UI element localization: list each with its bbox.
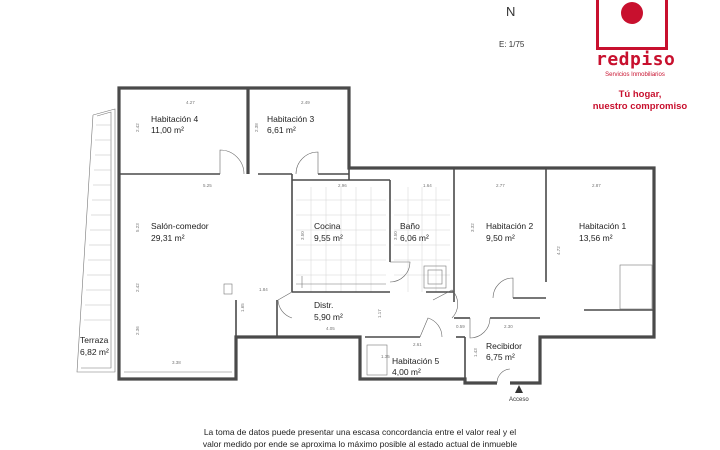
room-area-hab2: 9,50 m² [486, 233, 515, 243]
dim-label: 2.42 [135, 283, 140, 292]
dim-label: 3.50 [393, 231, 398, 240]
dim-label: 2.96 [338, 183, 347, 188]
brand-subtitle: Servicios Inmobiliarios [605, 72, 665, 78]
interior-walls [119, 88, 654, 379]
room-name-hab3: Habitación 3 [267, 114, 315, 124]
entrance-label: Acceso [509, 397, 529, 403]
dim-label: 3.38 [172, 360, 181, 365]
dim-label: 3.32 [470, 223, 475, 232]
dim-label: 1.17 [377, 309, 382, 318]
dim-label: 2.87 [592, 183, 601, 188]
dim-label: 2.38 [254, 123, 259, 132]
dim-label: 1.64 [423, 183, 432, 188]
room-area-hab1: 13,56 m² [579, 233, 613, 243]
dim-label: 4.72 [556, 246, 561, 255]
bath-tiles [394, 187, 450, 292]
room-area-distr: 5,90 m² [314, 312, 343, 322]
room-name-terraza: Terraza [80, 335, 109, 345]
room-name-hab4: Habitación 4 [151, 114, 199, 124]
disclaimer-line2: valor medido por ende se aproxima lo máx… [202, 439, 518, 449]
dim-label: 2.36 [135, 326, 140, 335]
dim-label: 0.59 [456, 324, 465, 329]
fixtures [124, 264, 653, 376]
room-area-bano: 6,06 m² [400, 233, 429, 243]
disclaimer: La toma de datos puede presentar una esc… [150, 426, 570, 450]
dim-label: 2.49 [301, 100, 310, 105]
dim-label: 2.77 [496, 183, 505, 188]
dim-label: 1.65 [240, 303, 245, 312]
terrace [76, 108, 116, 373]
dim-label: 2.30 [504, 324, 513, 329]
dim-label: 1.84 [259, 287, 268, 292]
dim-label: 4.27 [186, 100, 195, 105]
dim-label: 4.05 [326, 326, 335, 331]
room-labels: Habitación 4 11,00 m² Habitación 3 6,61 … [80, 114, 627, 377]
room-name-hab2: Habitación 2 [486, 221, 534, 231]
dim-label: 2.61 [413, 342, 422, 347]
dim-label: 2.42 [135, 123, 140, 132]
disclaimer-line1: La toma de datos puede presentar una esc… [203, 427, 517, 437]
room-area-hab4: 11,00 m² [151, 125, 184, 135]
dim-label: 3.50 [300, 231, 305, 240]
room-name-cocina: Cocina [314, 221, 341, 231]
dim-label: 1.35 [381, 354, 390, 359]
outer-walls [117, 86, 656, 385]
brand-slogan-line1: Tú hogar, [618, 89, 662, 100]
room-name-bano: Baño [400, 221, 420, 231]
dim-label: 1.43 [473, 348, 478, 357]
brand-logo-frame [596, 0, 668, 50]
room-name-salon: Salón-comedor [151, 221, 209, 231]
room-area-salon: 29,31 m² [151, 233, 185, 243]
brand-logo-icon [621, 2, 643, 24]
room-area-hab3: 6,61 m² [267, 125, 296, 135]
doors [219, 149, 514, 384]
room-name-recibidor: Recibidor [486, 341, 522, 351]
room-name-distr: Distr. [314, 300, 333, 310]
room-area-terraza: 6,82 m² [80, 347, 109, 357]
room-area-hab5: 4,00 m² [392, 367, 421, 377]
room-name-hab5: Habitación 5 [392, 356, 440, 366]
room-name-hab1: Habitación 1 [579, 221, 627, 231]
room-area-recibidor: 6,75 m² [486, 352, 515, 362]
kitchen-tiles [296, 187, 386, 292]
brand-name: redpiso [596, 49, 676, 70]
room-area-cocina: 9,55 m² [314, 233, 343, 243]
scale-label: E: 1/75 [499, 40, 525, 49]
dimension-labels: 4.27 2.49 2.42 2.38 5.25 2.96 1.64 2.77 … [135, 100, 601, 365]
dim-label: 5.23 [135, 223, 140, 232]
north-indicator: N [506, 4, 516, 19]
brand-slogan-line2: nuestro compromiso [592, 101, 688, 112]
entrance-arrow-icon [515, 385, 523, 393]
dim-label: 5.25 [203, 183, 212, 188]
